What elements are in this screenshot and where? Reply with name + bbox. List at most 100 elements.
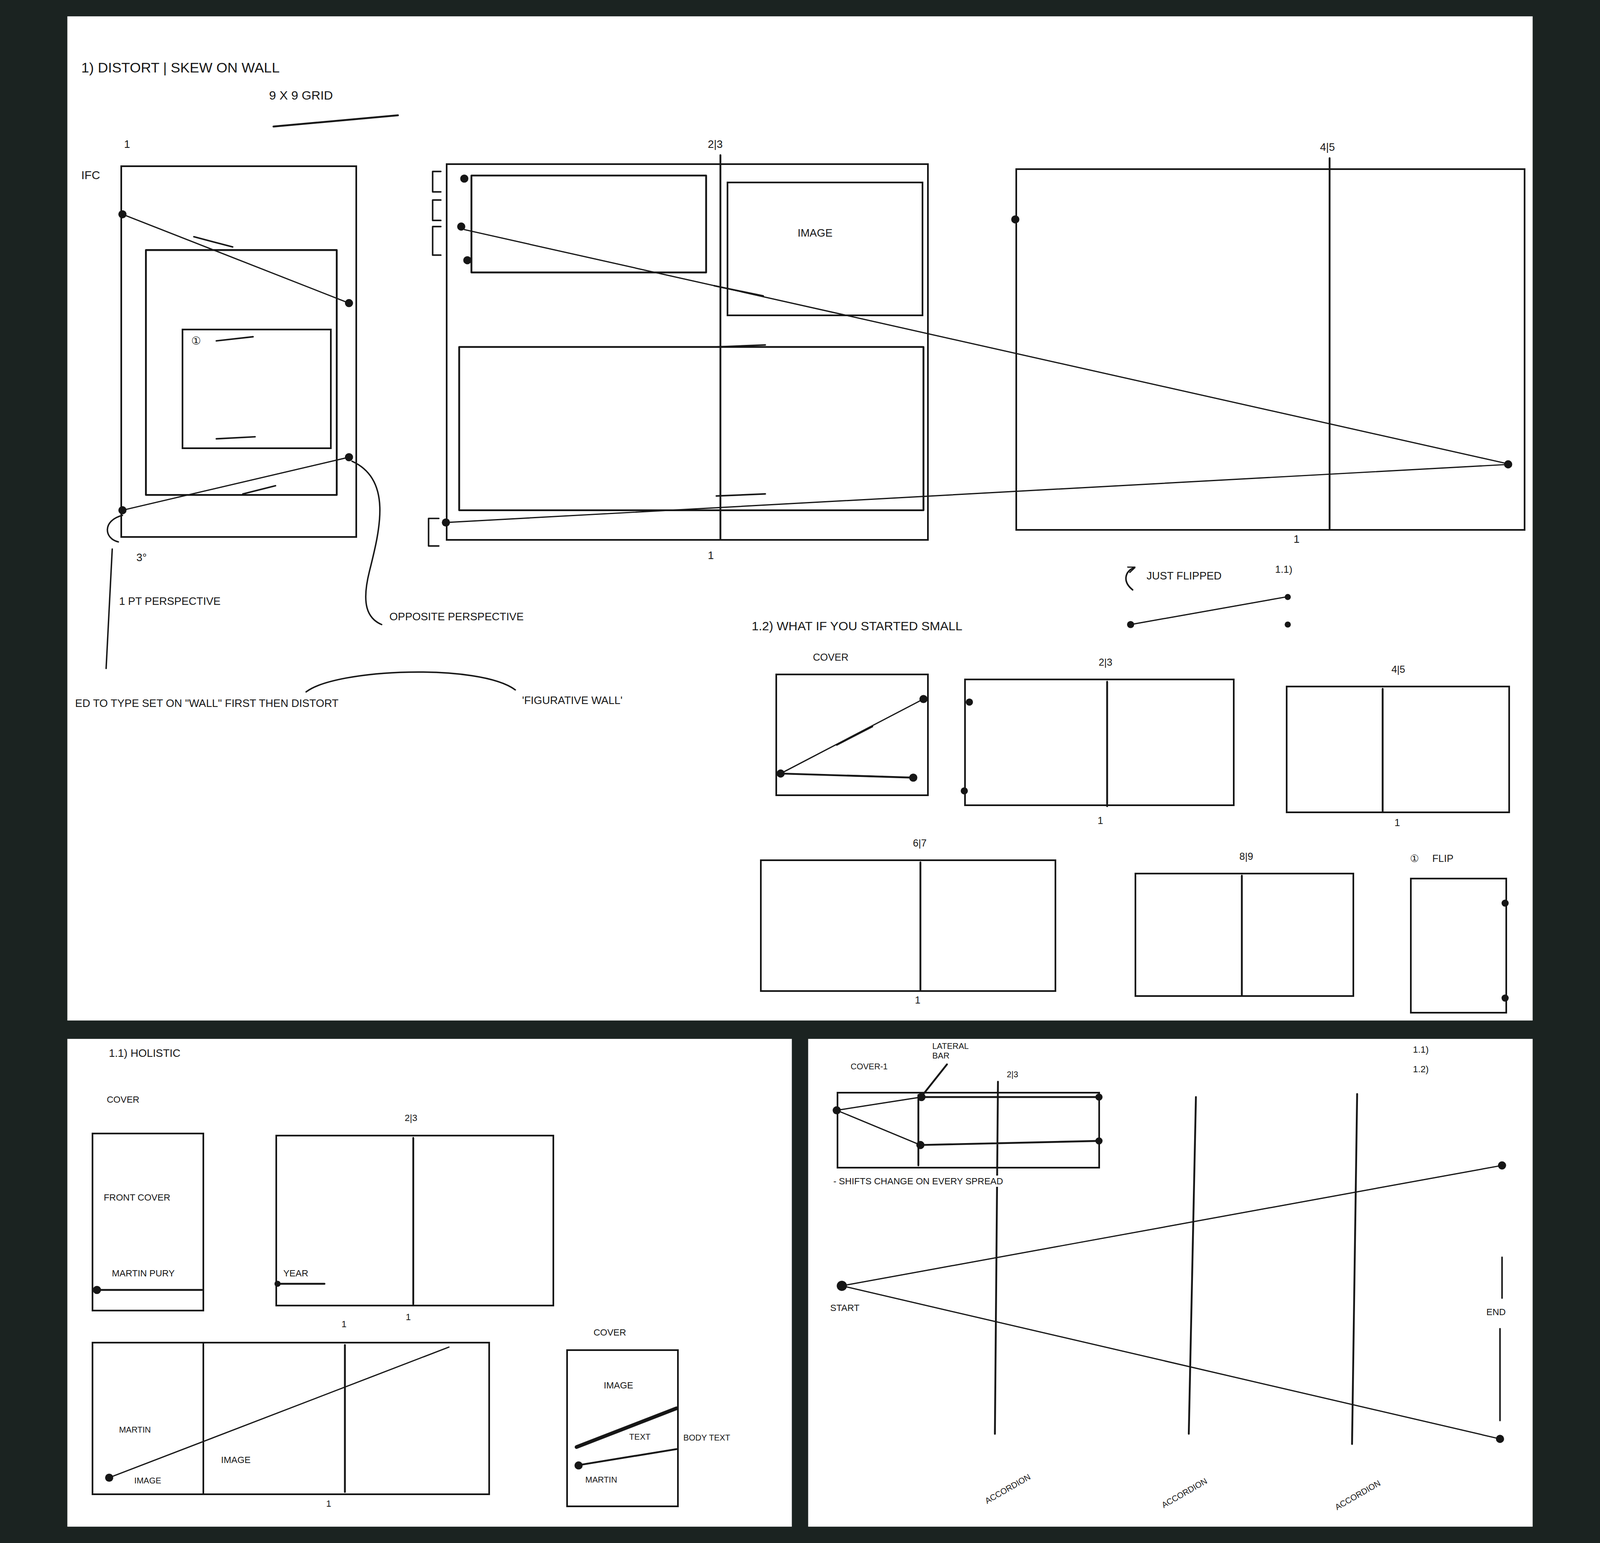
anchor-dot	[105, 1473, 114, 1483]
callout-note: BODY TEXT	[681, 1432, 733, 1444]
sheet-title: 1) DISTORT | SKEW ON WALL	[79, 59, 282, 77]
callout-note: OPPOSITE PERSPECTIVE	[387, 610, 526, 624]
anchor-dot	[916, 1141, 925, 1150]
center-mark: 1	[340, 1318, 349, 1330]
anchor-dot	[118, 210, 127, 219]
anchor-dot	[463, 256, 472, 265]
box-heading: COVER	[811, 651, 850, 664]
fold-label: ACCORDION	[1158, 1475, 1211, 1512]
box-heading: COVER	[591, 1327, 628, 1339]
center-mark: 1	[913, 994, 923, 1007]
anchor-dot	[460, 174, 469, 183]
box-heading: 4|5	[1318, 140, 1337, 155]
spread-box: 2|3IMAGE	[445, 163, 929, 541]
box-heading: FLIP	[1430, 852, 1455, 865]
angle-note: 3°	[134, 551, 149, 565]
fold-label: ACCORDION	[1331, 1477, 1384, 1514]
direction-arrow	[193, 236, 1503, 1421]
box-text: IMAGE	[219, 1454, 253, 1466]
spread-box: 4|5	[1015, 168, 1526, 531]
anchor-dot	[836, 1280, 847, 1291]
section-heading: 1.1) HOLISTIC	[107, 1047, 183, 1061]
page-tag: IFC	[79, 168, 102, 183]
center-mark: 1	[1291, 532, 1301, 547]
callout-note: LATERAL BAR	[930, 1041, 980, 1062]
anchor-dot	[1504, 460, 1513, 469]
anchor-dot	[1284, 621, 1291, 628]
paper-sheet	[808, 1039, 1533, 1528]
fold-label: ACCORDION	[981, 1471, 1034, 1508]
page-box: ①FLIP	[1410, 877, 1508, 1014]
box-text: IMAGE	[795, 226, 835, 240]
box-heading: 8|9	[1237, 850, 1255, 863]
anchor-dot	[457, 222, 466, 231]
center-mark: 1	[324, 1498, 333, 1510]
spread-box: 8|9	[1134, 872, 1355, 998]
box-heading: 2|3	[706, 137, 725, 152]
anchor-dot	[345, 453, 354, 462]
leader-curve	[106, 461, 516, 693]
anchor-dot	[1497, 1161, 1507, 1170]
inner-page-box: ①	[181, 328, 332, 450]
note-text: - SHIFTS CHANGE ON EVERY SPREAD	[831, 1175, 1005, 1188]
center-mark: 1	[1392, 816, 1402, 830]
center-mark: 1	[1095, 814, 1105, 828]
name-text: MARTIN PURY	[110, 1267, 177, 1280]
grid-note: 9 X 9 GRID	[267, 87, 335, 104]
section-heading: 1.2) WHAT IF YOU STARTED SMALL	[750, 618, 965, 635]
name-text: MARTIN	[583, 1475, 619, 1486]
note-text: 'FIGURATIVE WALL'	[520, 694, 625, 708]
cover-box: COVERIMAGE	[566, 1349, 679, 1508]
margin-bracket	[428, 171, 441, 547]
box-heading: 2|3	[1097, 656, 1115, 669]
callout-note: 1 PT PERSPECTIVE	[117, 595, 223, 609]
version-number: 1.2)	[1411, 1063, 1431, 1075]
cover-box: COVERFRONT COVER	[91, 1132, 204, 1312]
box-heading: 6|7	[911, 837, 929, 850]
version-number: 1.1)	[1273, 563, 1294, 576]
box-heading: 1	[122, 137, 132, 152]
version-number: 1.1)	[1411, 1044, 1431, 1056]
page-box: MARTIN IMAGE	[91, 1342, 204, 1495]
anchor-dot	[345, 299, 354, 308]
band-text: TEXT	[627, 1432, 653, 1443]
spread-box: 6|7	[760, 859, 1056, 993]
paper-sheet	[67, 1039, 793, 1528]
lateral-bar-box: COVER-12|3	[836, 1092, 1100, 1169]
box-heading: COVER	[105, 1094, 141, 1106]
box-heading: COVER-1	[849, 1061, 890, 1073]
spread-box: 4|5	[1285, 685, 1511, 814]
box-text: ①	[189, 334, 203, 348]
center-mark: 1	[404, 1311, 413, 1323]
spread-box: 2|3	[275, 1135, 555, 1307]
anchor-dot	[919, 695, 928, 704]
anchor-dot	[965, 698, 973, 706]
anchor-dot	[1495, 1435, 1505, 1444]
anchor-dot	[1501, 899, 1509, 907]
image-box: IMAGE	[726, 181, 924, 317]
perspective-line	[109, 214, 1510, 1478]
callout-note: JUST FLIPPED	[1145, 569, 1224, 583]
spread-box: IMAGE MARTIN IMAGE	[91, 1342, 490, 1495]
start-label: START	[828, 1302, 862, 1314]
anchor-dot	[1501, 994, 1509, 1002]
box-text: MARTIN	[117, 1425, 153, 1436]
box-heading: 4|5	[1389, 663, 1407, 676]
year-text: YEAR	[281, 1267, 310, 1280]
box-heading: 2|3	[1005, 1069, 1020, 1080]
anchor-dot	[776, 769, 785, 778]
box-text: IMAGE	[132, 1475, 163, 1487]
anchor-dot	[92, 1286, 102, 1295]
box-text: FRONT COVER	[102, 1192, 173, 1204]
anchor-dot	[1127, 621, 1135, 629]
note-text: ED TO TYPE SET ON "WALL" FIRST THEN DIST…	[73, 697, 340, 711]
end-label: END	[1484, 1306, 1508, 1318]
sketch-line	[97, 115, 1383, 1493]
cover-box: COVER	[775, 673, 929, 797]
anchor-dot	[909, 773, 918, 783]
text-band	[576, 1408, 677, 1448]
center-mark: 1	[706, 549, 716, 563]
box-heading: 2|3	[402, 1112, 419, 1124]
